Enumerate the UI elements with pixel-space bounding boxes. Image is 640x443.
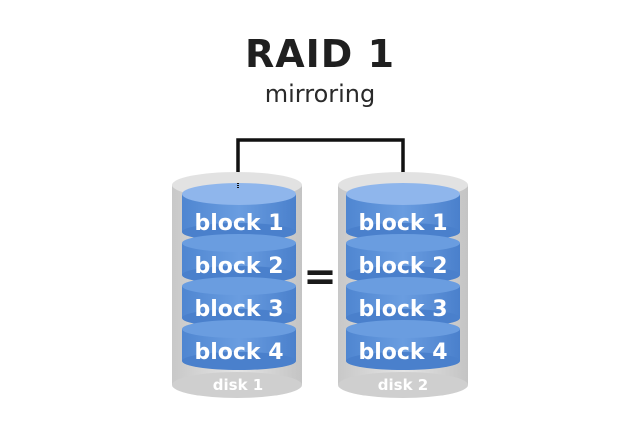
block-label: block 4 bbox=[358, 340, 447, 365]
block-2: block 2 bbox=[346, 234, 460, 284]
block-1: block 1 bbox=[182, 183, 296, 241]
disk-label: disk 2 bbox=[378, 376, 428, 394]
block-2: block 2 bbox=[182, 234, 296, 284]
equals-sign: = bbox=[303, 254, 337, 300]
block-label: block 4 bbox=[194, 340, 283, 365]
block-1: block 1 bbox=[346, 183, 460, 241]
mirror-connector-line bbox=[236, 138, 405, 183]
disk-2: block 1 block 2 block 3 block 4 disk 2 bbox=[338, 172, 468, 398]
block-3: block 3 bbox=[346, 277, 460, 327]
block-label: block 3 bbox=[194, 297, 283, 322]
block-label: block 1 bbox=[358, 211, 447, 236]
block-3: block 3 bbox=[182, 277, 296, 327]
block-label: block 1 bbox=[194, 211, 283, 236]
diagram-title: RAID 1 bbox=[244, 32, 396, 76]
block-label: block 2 bbox=[194, 254, 283, 279]
disk-label: disk 1 bbox=[213, 376, 263, 394]
block-4: block 4 bbox=[182, 320, 296, 370]
disk-1: block 1 block 2 block 3 block 4 disk 1 bbox=[172, 172, 302, 398]
block-label: block 2 bbox=[358, 254, 447, 279]
block-label: block 3 bbox=[358, 297, 447, 322]
diagram-subtitle: mirroring bbox=[264, 80, 376, 108]
block-4: block 4 bbox=[346, 320, 460, 370]
